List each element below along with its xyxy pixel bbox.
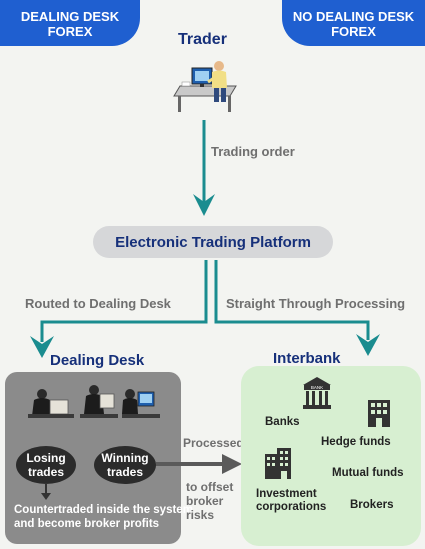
- routed-to-dealing-desk-label: Routed to Dealing Desk: [25, 296, 171, 311]
- risks-line: risks: [186, 508, 215, 522]
- countertraded-line2: and become broker profits: [14, 518, 160, 530]
- investment-line1: Investment: [256, 488, 317, 500]
- corner-right-line2: FOREX: [331, 24, 376, 39]
- banks-label: Banks: [265, 416, 300, 428]
- trading-order-label: Trading order: [211, 144, 295, 159]
- trader-title: Trader: [178, 31, 227, 48]
- no-dealing-desk-forex-tag: NO DEALING DESK FOREX: [282, 0, 425, 46]
- hedge-funds-label: Hedge funds: [321, 436, 391, 448]
- processed-arrow: [156, 454, 242, 474]
- countertraded-line1: Countertraded inside the system: [14, 504, 193, 516]
- electronic-trading-platform: Electronic Trading Platform: [93, 226, 333, 258]
- brokers-label: Brokers: [350, 499, 394, 511]
- investment-corporations-label: Investment corporations: [256, 488, 326, 514]
- trading-order-arrow: [193, 120, 215, 216]
- dealing-desk-title: Dealing Desk: [50, 352, 145, 369]
- mutual-funds-label: Mutual funds: [332, 467, 404, 479]
- trader-at-desk-icon: [173, 61, 237, 112]
- offset-risks-label: to offset broker risks: [186, 480, 233, 522]
- investment-line2: corporations: [256, 501, 327, 513]
- losing-trades-line1: Losing: [26, 451, 66, 465]
- bank-building-icon: BANK: [303, 377, 331, 409]
- countertraded-note: Countertraded inside the system and beco…: [14, 503, 193, 531]
- interbank-title: Interbank: [273, 350, 341, 367]
- straight-through-processing-label: Straight Through Processing: [226, 296, 406, 311]
- winning-trades-oval: Winning trades: [94, 446, 156, 484]
- dealers-icon: [28, 385, 160, 418]
- winning-trades-line2: trades: [106, 465, 144, 479]
- winning-trades-line1: Winning: [101, 451, 149, 465]
- hedge-fund-building-icon: [368, 400, 390, 427]
- route-arrows: [30, 260, 380, 358]
- losing-trades-oval: Losing trades: [16, 446, 76, 484]
- losing-down-arrow: [41, 483, 51, 500]
- corporation-building-icon: [265, 448, 291, 479]
- corner-right-line1: NO DEALING DESK: [292, 9, 415, 24]
- corner-left-line1: DEALING DESK: [20, 9, 120, 24]
- dealing-desk-forex-tag: DEALING DESK FOREX: [0, 0, 140, 46]
- broker-line: broker: [186, 494, 224, 508]
- corner-left-line2: FOREX: [47, 24, 93, 39]
- bank-sign-text: BANK: [311, 385, 323, 390]
- offset-line: to offset: [186, 480, 234, 494]
- losing-trades-line2: trades: [27, 465, 64, 479]
- processed-label: Processed: [183, 436, 244, 450]
